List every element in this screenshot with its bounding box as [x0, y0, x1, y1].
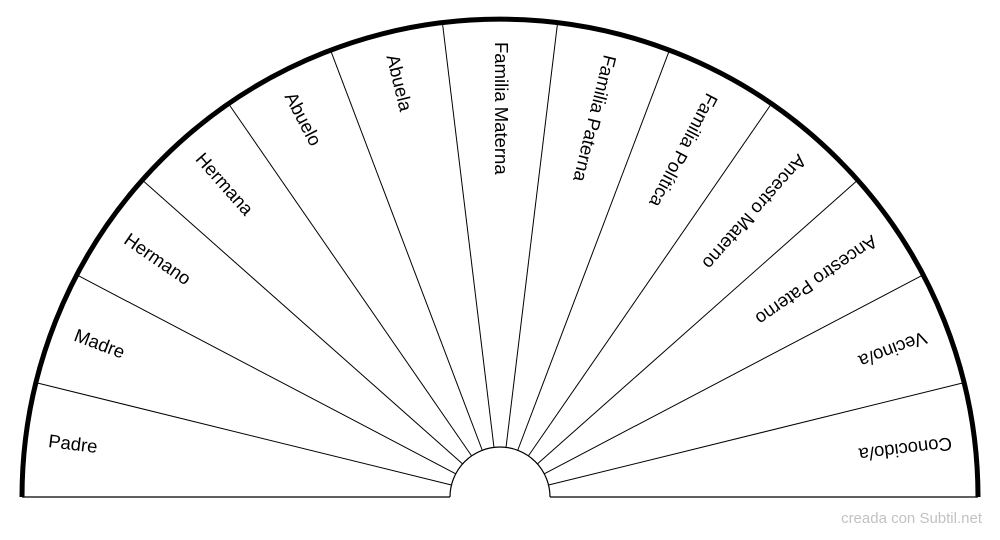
sector-divider — [527, 103, 772, 457]
sector-label: Madre — [71, 324, 127, 362]
sector-divider — [548, 382, 965, 486]
sector-divider — [517, 49, 670, 451]
sector-dividers — [35, 22, 965, 486]
sector-label: Hermana — [192, 148, 259, 219]
credit-footer: creada con Subtil.net — [841, 510, 982, 527]
sector-divider — [141, 179, 463, 465]
sector-label: Abuela — [382, 52, 416, 114]
sector-label: Hermano — [120, 229, 195, 290]
sector-divider — [35, 382, 452, 486]
sector-divider — [544, 274, 924, 475]
sector-divider — [441, 22, 495, 448]
sector-label: Padre — [47, 430, 99, 457]
sector-label: Familia Paterna — [569, 53, 621, 185]
sector-label: Conocido/a — [857, 433, 953, 465]
sector-divider — [76, 274, 456, 475]
sector-divider — [505, 22, 559, 448]
sector-label: Familia Materna — [491, 42, 512, 175]
sector-label: Familia Política — [645, 90, 722, 211]
sector-label: Ancestro Materno — [698, 151, 811, 274]
sector-divider — [537, 179, 859, 465]
sector-label: Ancestro Paterno — [752, 231, 882, 329]
sector-divider — [228, 103, 473, 457]
sector-label: Abuelo — [281, 88, 326, 149]
sector-label: Vecino/a — [855, 327, 929, 372]
center-half-circle — [449, 446, 551, 498]
sector-divider — [330, 49, 483, 451]
outer-arc — [19, 16, 981, 498]
